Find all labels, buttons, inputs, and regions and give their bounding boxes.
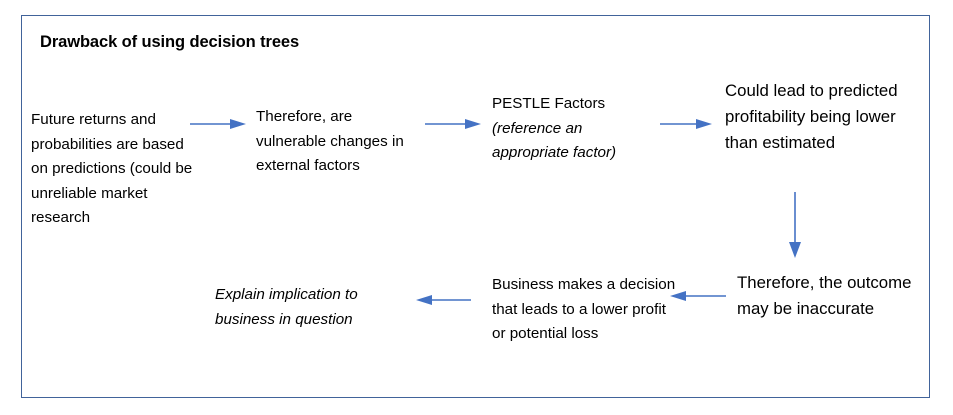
- arrow-business-to-explain-icon: [415, 294, 471, 306]
- arrow-outcome-to-business-icon: [668, 290, 726, 302]
- node-future-returns: Future returns and probabilities are bas…: [31, 111, 193, 226]
- arrow-therefore-to-pestle-icon: [425, 118, 481, 130]
- node-therefore-vulnerable: Therefore, are vulnerable changes in ext…: [256, 108, 404, 174]
- node-outcome-may-be-inaccurate: Therefore, the outcome may be inaccurate: [737, 273, 912, 318]
- node-pestle-factors: PESTLE Factors (reference an appropriate …: [492, 92, 657, 166]
- arrow-couldlead-to-outcome-icon: [788, 192, 802, 258]
- node-could-lead-to-lower-profitability: Could lead to predicted profitability be…: [725, 81, 898, 152]
- node-business-makes-decision: Business makes a decision that leads to …: [492, 276, 676, 342]
- pestle-italic-text: (reference an appropriate factor): [492, 119, 617, 162]
- pestle-heading-text: PESTLE Factors: [492, 95, 606, 112]
- node-explain-implication: Explain implication to business in quest…: [215, 286, 358, 328]
- arrow-pestle-to-couldlead-icon: [660, 118, 712, 130]
- diagram-frame: [21, 15, 930, 398]
- page-title: Drawback of using decision trees: [40, 33, 300, 51]
- arrow-future-to-therefore-icon: [190, 118, 246, 130]
